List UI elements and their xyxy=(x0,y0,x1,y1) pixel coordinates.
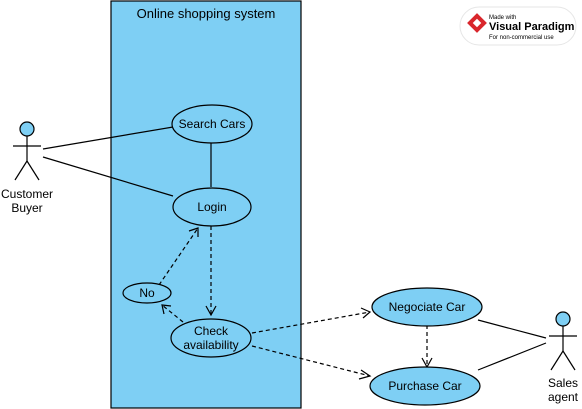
dependency-check-to-login xyxy=(158,227,199,286)
use-case-negociate-car[interactable]: Negociate Car xyxy=(371,287,483,327)
association-customer-search xyxy=(42,126,174,150)
use-case-login[interactable]: Login xyxy=(172,187,252,227)
actor-right-leg xyxy=(26,160,40,181)
association-purchase-sales xyxy=(477,342,547,371)
use-case-search-cars[interactable]: Search Cars xyxy=(171,104,253,144)
dependency-check-to-negociate xyxy=(251,307,372,334)
actor-sales-label-line1: Sales xyxy=(548,376,578,390)
use-case-check-label-line1: Check xyxy=(194,324,229,338)
dependency-check-to-no xyxy=(161,304,184,323)
use-case-check-availability[interactable]: Check availability xyxy=(170,318,252,358)
watermark-badge xyxy=(459,6,577,46)
association-negociate-sales xyxy=(477,319,547,339)
actor-head xyxy=(555,311,571,327)
use-case-negociate-label: Negociate Car xyxy=(389,300,466,314)
use-case-no-label: No xyxy=(139,286,155,300)
actor-right-leg xyxy=(562,350,576,371)
actor-head xyxy=(19,121,35,137)
dependency-negociate-to-purchase xyxy=(421,325,433,369)
use-case-check-label-line2: availability xyxy=(183,338,238,352)
actor-left-leg xyxy=(550,350,564,371)
actor-customer-buyer[interactable]: Customer Buyer xyxy=(1,121,53,215)
use-case-purchase-label: Purchase Car xyxy=(388,379,461,393)
system-boundary-label: Online shopping system xyxy=(137,6,276,21)
watermark-note: For non-commercial use xyxy=(489,35,554,41)
actor-sales-label-line2: agent xyxy=(548,390,579,404)
arrowhead-icon xyxy=(188,227,199,237)
actor-sales-agent[interactable]: Sales agent xyxy=(548,311,579,404)
association-customer-login xyxy=(42,156,174,197)
arrowhead-icon xyxy=(205,305,217,317)
use-case-no[interactable]: No xyxy=(122,282,172,304)
use-case-login-label: Login xyxy=(197,200,226,214)
actor-left-leg xyxy=(14,160,28,181)
actor-customer-label-line2: Buyer xyxy=(11,201,42,215)
arrowhead-icon xyxy=(161,304,172,315)
actor-customer-label-line1: Customer xyxy=(1,187,53,201)
use-case-search-cars-label: Search Cars xyxy=(179,117,246,131)
dependency-login-to-check xyxy=(205,226,217,317)
arrowhead-icon xyxy=(358,369,372,380)
visual-paradigm-logo-icon xyxy=(467,13,487,33)
watermark-brand: Visual Paradigm xyxy=(489,21,575,33)
visual-paradigm-watermark: Made with Visual Paradigm For non-commer… xyxy=(459,6,577,46)
arrowhead-icon xyxy=(360,307,372,319)
dependency-check-to-purchase xyxy=(251,345,372,380)
use-case-purchase-car[interactable]: Purchase Car xyxy=(369,366,481,406)
watermark-made-with: Made with xyxy=(489,15,516,21)
